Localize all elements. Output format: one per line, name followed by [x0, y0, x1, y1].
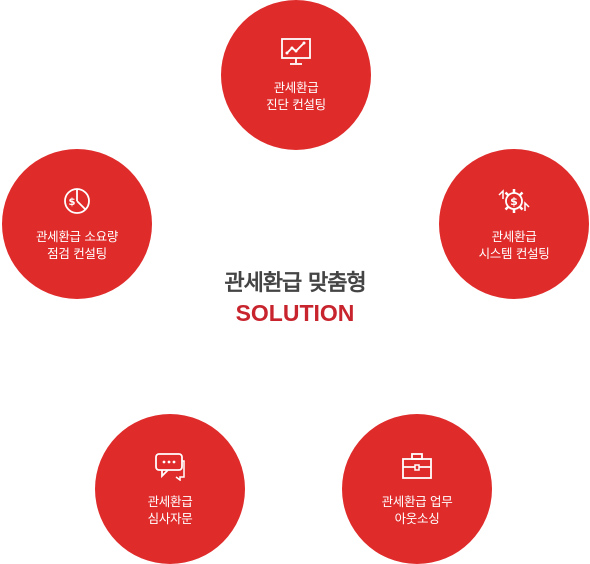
- svg-text:$: $: [69, 197, 76, 208]
- solution-title: 관세환급 맞춤형: [224, 271, 366, 296]
- monitor-chart-icon: [281, 38, 311, 65]
- svg-text:$: $: [510, 195, 518, 208]
- gear-dollar-icon: $: [498, 189, 530, 213]
- briefcase-icon: [402, 453, 432, 479]
- center-title-block: 관세환급 맞춤형 SOLUTION: [175, 270, 415, 328]
- chat-bubble-icon: [155, 453, 185, 481]
- solution-subtitle: SOLUTION: [235, 300, 355, 326]
- pie-dollar-icon: $: [64, 188, 90, 214]
